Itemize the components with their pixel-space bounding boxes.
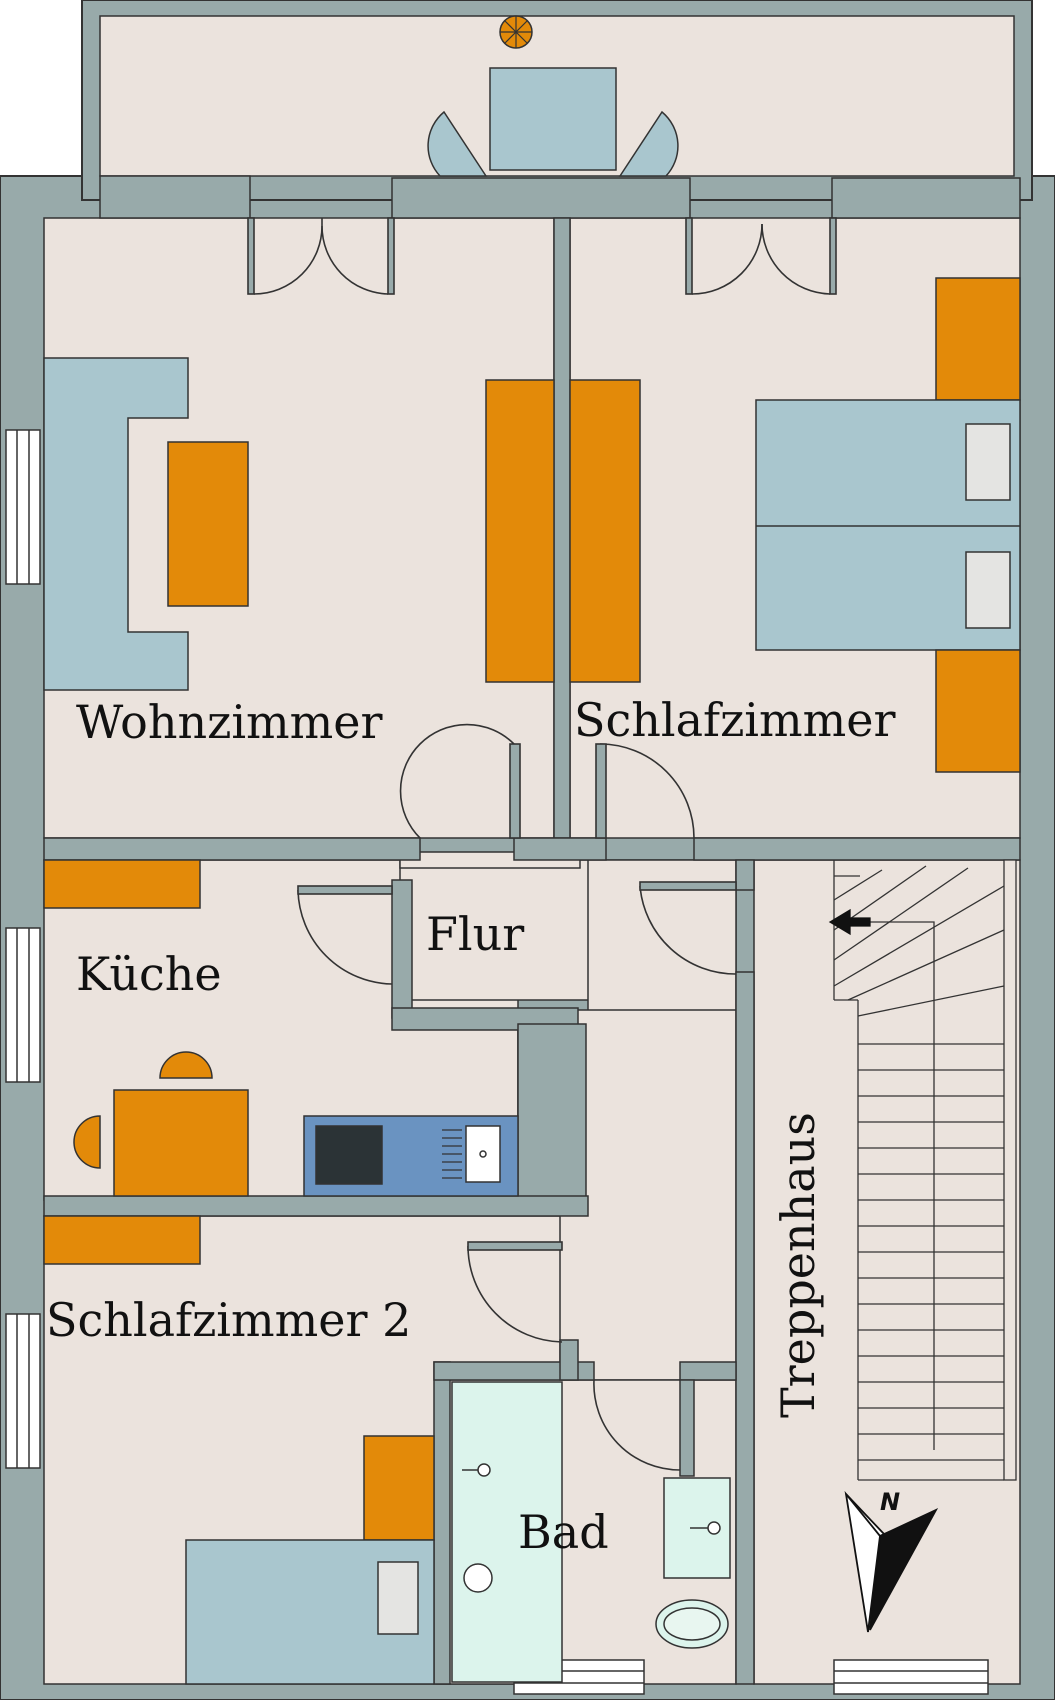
coffee-table [167,441,249,607]
kueche-furniture [43,859,519,1197]
wall-wohn-schlaf [553,217,571,839]
bad-fixtures [451,1381,731,1683]
kitchen-cabinet [43,859,201,909]
compass-icon: N [844,1488,939,1633]
pillow-top [965,423,1011,501]
bathtub [451,1381,563,1683]
schlafzimmer-furniture [569,277,1021,773]
wall-bad-partition [679,1379,695,1477]
balcony-table [489,67,617,171]
stair-direction-line [870,921,935,1450]
interior-walls [43,217,1021,1685]
label-schlafzimmer2: Schlafzimmer 2 [46,1293,411,1347]
upper-wall-center [391,177,691,219]
label-bad: Bad [518,1505,609,1559]
wardrobe-wohnzimmer [485,379,555,683]
upper-wall-left [99,175,251,219]
wall-mid-horizontal-center [513,837,607,861]
wall-kitchen-bottom [43,1195,589,1217]
shower-head-icon [477,1463,491,1477]
label-flur: Flur [426,907,524,961]
basin-drain-icon [707,1521,721,1535]
upper-wall-right [831,177,1021,219]
stair-arrow-icon [828,908,871,936]
window-kueche [5,927,41,1083]
chair-left [73,1115,101,1169]
chair-top [159,1051,213,1079]
wall-bad-top-right [679,1361,737,1381]
wall-corridor-stair [735,971,755,1685]
wohnzimmer-floor [43,217,555,839]
wall-bad-left [433,1361,451,1685]
window-wohnzimmer [5,429,41,585]
stair-rail [1003,859,1017,1481]
nightstand-top [935,277,1021,401]
pillow-single-bed [377,1561,419,1635]
label-wohnzimmer: Wohnzimmer [76,695,383,749]
wohnzimmer-furniture [43,357,555,691]
label-schlafzimmer: Schlafzimmer [574,693,895,747]
interior-doors [297,723,737,1471]
label-kueche: Küche [76,947,222,1001]
balcony-chair-left [427,110,488,177]
window-treppenhaus [833,1659,989,1695]
sink-icon [465,1125,501,1183]
wall-flur-kueche [391,879,413,1019]
stove-icon [315,1125,383,1185]
sofa [43,357,189,691]
balcony-doors [247,217,837,295]
room-labels: Wohnzimmer Schlafzimmer Flur Küche Schla… [46,693,895,1559]
label-treppenhaus: Treppenhaus [771,1112,825,1418]
wall-mid-horizontal-right [693,837,1021,861]
wall-kitchen-block [517,1023,587,1201]
wardrobe-schlafzimmer [569,379,641,683]
staircase [828,859,1017,1481]
dining-table [113,1089,249,1197]
wall-doorstub-bath [559,1339,579,1381]
nightstand-schlafzimmer2 [363,1435,435,1541]
cabinet-schlafzimmer2 [43,1215,201,1265]
wall-mid-horizontal-left [43,837,421,861]
schlafzimmer2-furniture [43,1215,435,1685]
pillow-bottom [965,551,1011,629]
wall-bad-top-left [433,1361,595,1381]
compass-north-label: N [880,1488,900,1516]
nightstand-bottom [935,649,1021,773]
balcony-chair-right [618,110,679,177]
balcony-furniture [427,15,679,177]
window-schlafzimmer2 [5,1313,41,1469]
bath-drain-icon [463,1563,493,1593]
wall-flur-stair-top [735,859,755,891]
